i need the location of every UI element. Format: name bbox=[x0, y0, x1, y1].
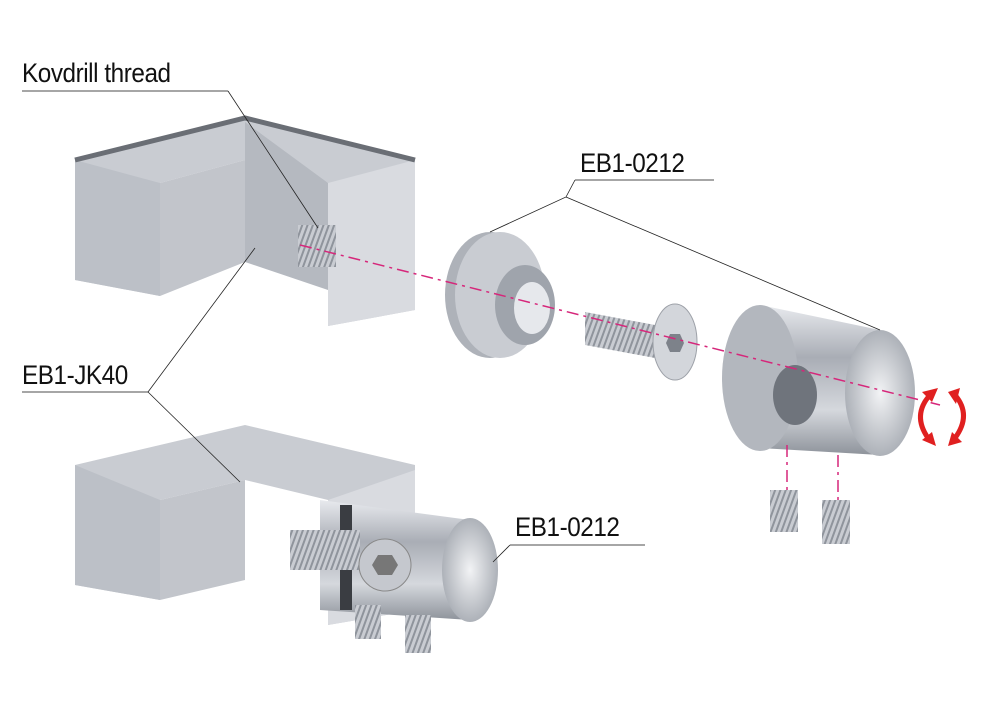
connector-assembled bbox=[290, 500, 498, 653]
label-eb1-0212-bottom: EB1-0212 bbox=[515, 512, 620, 542]
set-screw bbox=[770, 490, 798, 532]
cylinder-connector bbox=[722, 305, 915, 544]
label-eb1-jk40: EB1-JK40 bbox=[22, 360, 128, 390]
arrowheads bbox=[922, 388, 962, 446]
leader-lines bbox=[22, 90, 881, 563]
countersunk-screw bbox=[585, 303, 698, 381]
label-kovdrill-thread: Kovdrill thread bbox=[22, 58, 171, 88]
set-screw bbox=[405, 615, 431, 653]
rotation-arrow-icon bbox=[918, 393, 966, 440]
assembly-axis bbox=[299, 244, 941, 500]
label-eb1-0212-top: EB1-0212 bbox=[580, 148, 685, 178]
bracket-top bbox=[74, 115, 416, 326]
set-screw bbox=[822, 500, 850, 544]
set-screw bbox=[355, 605, 381, 639]
